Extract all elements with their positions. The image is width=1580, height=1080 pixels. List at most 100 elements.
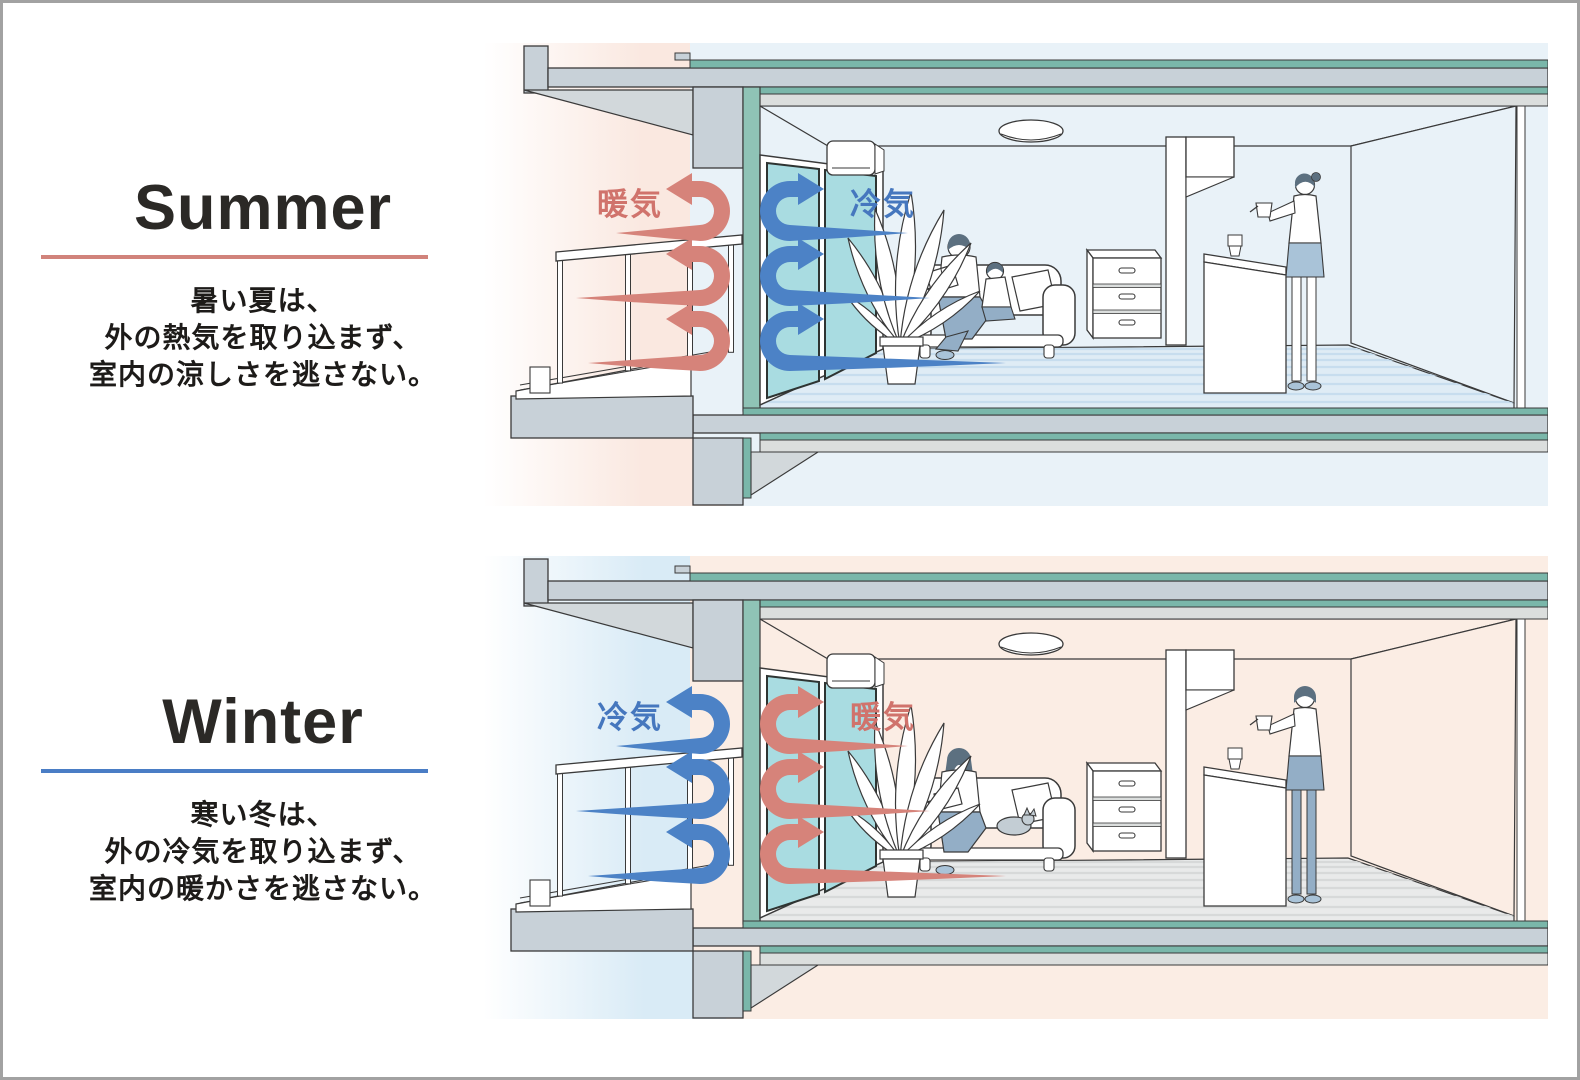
outside-airflow-arrows [576,686,730,884]
inside-air-arrow [760,238,930,306]
lower-ceiling-board [759,952,1548,966]
floor-insulation-bottom [759,945,1548,954]
kitchen-cabinet-bracket [1185,176,1235,198]
lower-soffit-haunch [750,451,820,497]
kettle-spout [1249,718,1259,726]
drawers-side [1086,761,1094,853]
floor-slab-concrete [692,927,1548,947]
plant-leaf [899,803,981,859]
lower-wall-column [692,950,744,1019]
upper-wall-column [692,86,744,169]
child-hair [987,262,1003,274]
adult-hair [948,234,970,250]
inside-air-label: 暖気 [850,700,916,735]
plant-leaf [899,242,972,346]
winter-title: Winter [162,687,364,757]
drawer-divider [1092,796,1162,801]
balcony-parapet [523,558,549,607]
upper-slab-concrete [547,580,1548,601]
kitchen-tall-panel [1165,649,1187,859]
lower-wall-column [692,437,744,506]
railing-post [557,256,563,384]
ceiling-board [759,93,1548,107]
coffee-carafe [1228,758,1242,770]
person-hair [1294,173,1315,188]
railing-top-rail [555,747,743,775]
person-slipper-2 [1304,381,1322,391]
ceiling-insulation [759,599,1548,608]
person-lower-garment [1285,242,1325,278]
kitchen-tall-panel [1165,136,1187,346]
outside-air-arrow [616,686,730,754]
lower-column-insulation [742,437,752,499]
person-torso [1288,193,1322,244]
ac-side [874,656,885,688]
kettle [1255,715,1273,731]
ceiling-light-rim [1000,133,1062,141]
child-shorts [981,306,1016,322]
summer-title-underline [41,255,487,259]
plant-leaf [899,290,981,346]
chest-of-drawers [1085,761,1163,853]
lower-ceiling-board [759,439,1548,453]
kitchen [1165,136,1287,394]
winter-description-line-1: 寒い冬は、 [190,800,336,831]
person-torso [1288,706,1322,757]
sofa-leg [919,857,931,872]
right-wall-cut-edge [1516,613,1526,922]
coffee-dripper [1227,234,1243,247]
ceiling-light-rim [1000,646,1062,654]
lower-column-insulation [742,950,752,1012]
railing-base-block [529,366,551,394]
winter-text-block: Winter 寒い冬は、 外の冷気を取り込まず、 室内の暖かさを逃さない。 [33,691,493,908]
air-conditioner [826,140,885,176]
woman-slipper [935,865,955,875]
winter-scene-illustration: 冷気暖気 [428,556,1548,1019]
drawer-handle [1118,319,1136,326]
winter-description: 寒い冬は、 外の冷気を取り込まず、 室内の暖かさを逃さない。 [33,797,493,908]
coffee-dripper [1227,747,1243,760]
ceiling-light [998,119,1064,143]
drawer-handle [1118,806,1136,813]
kitchen-counter-front [1203,774,1287,907]
inside-air-label: 冷気 [850,187,916,222]
summer-description-line-3: 室内の涼しさを逃さない。 [88,360,437,391]
winter-title-underline [41,769,487,773]
building-structure [510,45,1548,506]
outside-air-arrow [588,303,730,371]
person-leg-2 [1306,789,1317,895]
right-wall-cut-edge [1516,100,1526,409]
slab-notch [674,565,691,574]
kettle-spout [1249,205,1259,213]
upper-wall-column [692,599,744,682]
drawer-handle [1118,780,1136,787]
ceiling-insulation [759,86,1548,95]
cat-ear [1023,806,1031,816]
inside-air-arrow [760,751,930,819]
kitchen-counter-front [1203,261,1287,394]
sofa-leg-2 [1043,857,1055,872]
railing-top-rail [555,234,743,262]
slab-notch [674,52,691,61]
upper-slab-insulation-top [689,59,1548,69]
inside-air-arrow [760,303,1006,371]
winter-description-line-3: 室内の暖かさを逃さない。 [88,874,437,905]
adult-crossed-leg [934,330,970,352]
upper-slab-concrete [547,67,1548,88]
summer-title: Summer [133,173,393,243]
sofa-leg-2 [1043,344,1055,359]
ac-body [826,140,876,176]
ceiling-light [998,632,1064,656]
outside-air-arrow [576,238,730,306]
inside-airflow-arrows [760,686,1006,884]
coffee-carafe [1228,245,1242,257]
floor-slab-concrete [692,414,1548,434]
outside-air-arrow [616,173,730,241]
person-at-counter [1249,172,1325,391]
floor-insulation-bottom [759,432,1548,441]
person-arm [1267,200,1296,222]
person-leg [1291,276,1302,382]
drawers-top [1085,249,1163,259]
drawer-handle [1118,293,1136,300]
sofa-seat-front [910,847,1064,861]
